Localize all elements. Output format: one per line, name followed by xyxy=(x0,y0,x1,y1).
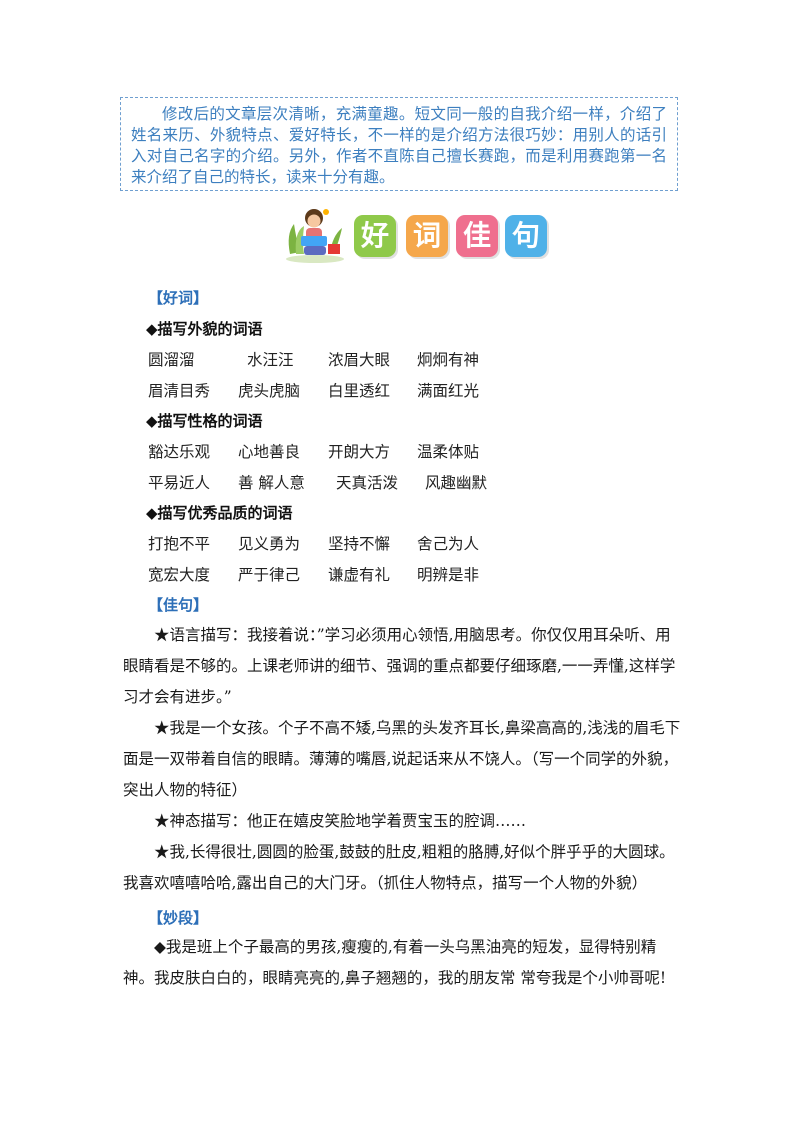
word: 炯炯有神 xyxy=(417,351,480,369)
banner-tile-4: 句 xyxy=(505,215,547,257)
word: 水汪汪 xyxy=(247,351,294,369)
sentence-expression: ★神态描写：他正在嬉皮笑脸地学着贾宝玉的腔调…… xyxy=(154,812,527,830)
good-words-title: 【好词】 xyxy=(148,289,209,307)
sentence-language: ★语言描写：我接着说：”学习必须用心领悟,用脑思考。你仅仅用耳朵听、用眼睛看是不… xyxy=(123,626,676,706)
word: 豁达乐观 xyxy=(148,443,211,461)
word: 见义勇为 xyxy=(238,535,301,553)
word: 明辨是非 xyxy=(417,566,480,584)
word: 谦虚有礼 xyxy=(328,566,391,584)
commentary-box: 修改后的文章层次清晰，充满童趣。短文同一般的自我介绍一样，介绍了姓名来历、外貌特… xyxy=(120,97,678,191)
word: 平易近人 xyxy=(148,474,211,492)
paragraph-tall-boy: ◆我是班上个子最高的男孩,瘦瘦的,有着一头乌黑油亮的短发，显得特别精神。我皮肤白… xyxy=(123,938,667,987)
sentence-appearance-boy: ★我,长得很壮,圆圆的脸蛋,鼓鼓的肚皮,粗粗的胳膊,好似个胖乎乎的大圆球。我喜欢… xyxy=(123,843,675,892)
good-sentences-title: 【佳句】 xyxy=(148,596,209,614)
banner-tile-1: 好 xyxy=(354,215,396,257)
group-heading-personality: ◆描写性格的词语 xyxy=(146,412,263,430)
word: 风趣幽默 xyxy=(425,474,488,492)
word: 满面红光 xyxy=(417,382,480,400)
group-heading-appearance: ◆描写外貌的词语 xyxy=(146,320,263,338)
word: 坚持不懈 xyxy=(328,535,391,553)
word: 白里透红 xyxy=(328,382,391,400)
group-heading-qualities: ◆描写优秀品质的词语 xyxy=(146,504,293,522)
word: 开朗大方 xyxy=(328,443,391,461)
word: 舍己为人 xyxy=(417,535,480,553)
word: 严于律己 xyxy=(238,566,301,584)
banner-tile-3: 佳 xyxy=(456,215,498,257)
word: 圆溜溜 xyxy=(148,351,195,369)
good-paragraphs-title: 【妙段】 xyxy=(148,909,209,927)
word: 心地善良 xyxy=(238,443,301,461)
word: 天真活泼 xyxy=(336,474,399,492)
banner-tile-2: 词 xyxy=(406,215,448,257)
word: 打抱不平 xyxy=(148,535,211,553)
word: 虎头虎脑 xyxy=(238,382,301,400)
word: 温柔体贴 xyxy=(417,443,480,461)
sentence-appearance-girl: ★我是一个女孩。个子不高不矮,乌黑的头发齐耳长,鼻梁高高的,浅浅的眉毛下面是一双… xyxy=(123,719,681,799)
commentary-text: 修改后的文章层次清晰，充满童趣。短文同一般的自我介绍一样，介绍了姓名来历、外貌特… xyxy=(131,105,667,186)
word: 善 解人意 xyxy=(238,474,305,492)
reading-girl-icon xyxy=(286,209,344,263)
word: 眉清目秀 xyxy=(148,382,211,400)
section-banner: 好 词 佳 句 xyxy=(284,204,584,264)
word: 浓眉大眼 xyxy=(328,351,391,369)
word: 宽宏大度 xyxy=(148,566,211,584)
